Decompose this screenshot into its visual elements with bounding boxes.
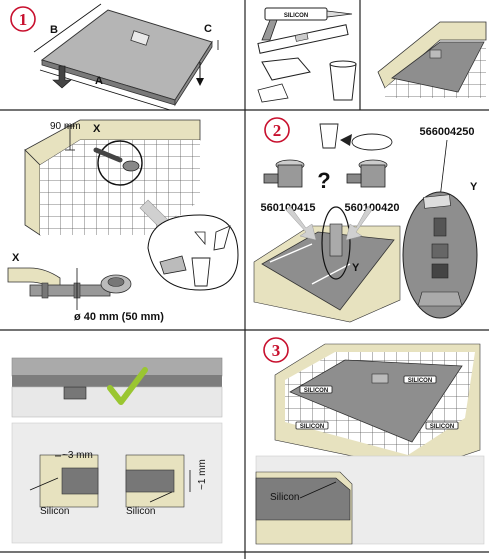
drain-560100420-icon [346,159,388,188]
tray-edge-section [255,477,351,521]
silicon-label-left: Silicon [40,506,69,517]
panel-drain-choice: 2 ? 560100415 560100420 566004250 Y [253,117,478,323]
part-number-566004250: 566004250 [419,126,474,138]
gap-1mm-label: ~1 mm [197,459,208,490]
dim-c-label: C [204,23,212,35]
step-1-badge [10,6,36,32]
sponge-icon [261,57,311,81]
drain-cover-icon [351,133,393,151]
drain-body-section [63,386,87,400]
step-3-badge [263,337,289,363]
detail-marker-x: X [93,123,101,135]
question-mark: ? [317,168,330,193]
silicon-gun-1-label: SILICON [304,388,328,394]
dim-a-label: A [95,75,103,87]
silicon-gun-3-label: SILICON [300,424,324,430]
trowel-icon [257,83,289,103]
drain-b-part-number: 560100420 [344,202,399,214]
panel-pipe-depth: 90 mm X X ø 40 mm (50 mm) [7,119,239,323]
panel-sealing: 3 SILICON SILICON SILICON SILICON Silico… [255,337,485,545]
silicon-detail-label: Silicon [270,492,299,503]
silicon-label-right: Silicon [126,506,155,517]
mix-bucket-icon [191,257,211,287]
panel-installed-tray [377,21,487,98]
depth-label: 90 mm [50,121,81,132]
silicon-gun-2-label: SILICON [408,378,432,384]
silicon-gun-4-label: SILICON [430,424,454,430]
silicon-gun-4-icon [425,421,459,430]
mixing-vignette [147,214,239,291]
parts-cup-icon [319,123,339,149]
silicon-gun-3-icon [295,421,329,430]
silicon-gun-label: SILICON [284,13,308,19]
marker-y-small: Y [352,262,360,274]
bucket-icon [329,63,357,101]
silicon-gun-2-icon [403,375,437,384]
detail-title-x: X [12,252,20,264]
dim-b-label: B [50,24,58,36]
panel-level-gaps: ~3 mm ~1 mm Silicon Silicon [11,357,223,544]
drain-560100415-icon [263,159,305,188]
panel-tools: SILICON [257,7,357,103]
silicon-gun-1-icon [299,385,333,394]
step-1-number: 1 [19,10,28,29]
step-3-number: 3 [272,341,281,360]
detail-circle-x [97,140,143,186]
down-arrow-icon [52,65,72,89]
marker-y-large: Y [470,181,478,193]
tap-icon [194,231,206,246]
gap-3mm-label: ~3 mm [62,450,93,461]
step-2-badge [264,117,290,143]
panel-tray-dimensions: 1 A B C [10,3,219,111]
pipe-diameter-label: ø 40 mm (50 mm) [74,311,164,323]
check-icon [107,367,148,405]
silicon-guns: SILICON SILICON SILICON SILICON [295,375,459,430]
step-2-number: 2 [273,121,282,140]
